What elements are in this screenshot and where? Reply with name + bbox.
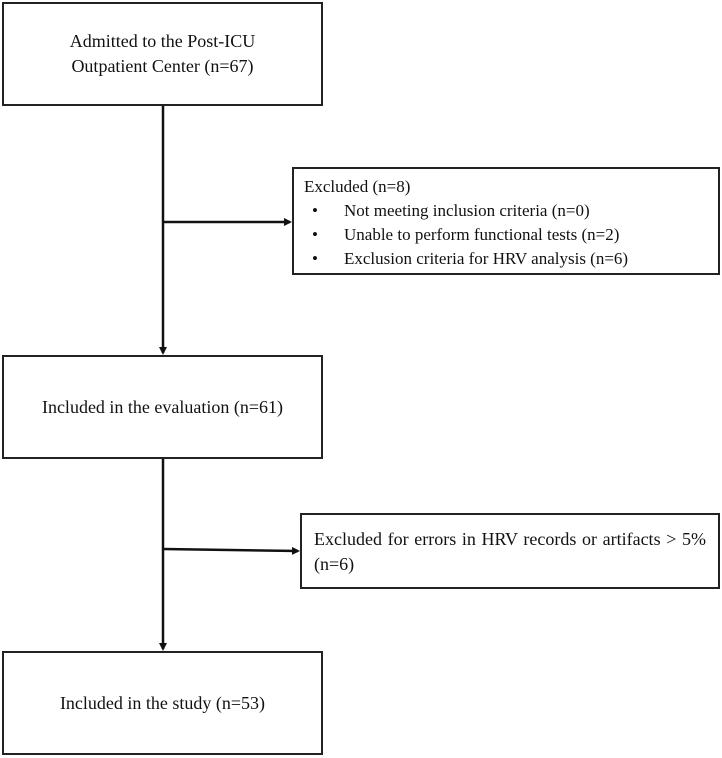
box-admitted-label: Admitted to the Post-ICU Outpatient Cent… (69, 31, 256, 76)
box-evaluation: Included in the evaluation (n=61) (2, 355, 323, 459)
bullet-icon: • (312, 201, 318, 220)
box-admitted: Admitted to the Post-ICU Outpatient Cent… (2, 2, 323, 106)
box-evaluation-label: Included in the evaluation (n=61) (41, 396, 284, 417)
box-excluded-second-label: Excluded for errors in HRV records or ar… (314, 529, 706, 574)
list-item-label: Exclusion criteria for HRV analysis (n=6… (344, 249, 629, 268)
list-item-label: Unable to perform functional tests (n=2) (344, 225, 620, 244)
excluded-first-heading: Excluded (n=8) (304, 177, 411, 196)
box-excluded-first: Excluded (n=8) • Not meeting inclusion c… (292, 167, 720, 275)
bullet-icon: • (312, 249, 318, 268)
list-item: • Not meeting inclusion criteria (n=0) (304, 199, 708, 223)
box-study-label: Included in the study (n=53) (59, 692, 266, 713)
bullet-icon: • (312, 225, 318, 244)
box-study: Included in the study (n=53) (2, 651, 323, 755)
excluded-first-list: • Not meeting inclusion criteria (n=0) •… (304, 199, 708, 271)
arrow-to-excluded-2 (162, 546, 300, 555)
list-item: • Exclusion criteria for HRV analysis (n… (304, 247, 708, 271)
box-excluded-second: Excluded for errors in HRV records or ar… (300, 513, 720, 589)
list-item-label: Not meeting inclusion criteria (n=0) (344, 201, 590, 220)
list-item: • Unable to perform functional tests (n=… (304, 223, 708, 247)
